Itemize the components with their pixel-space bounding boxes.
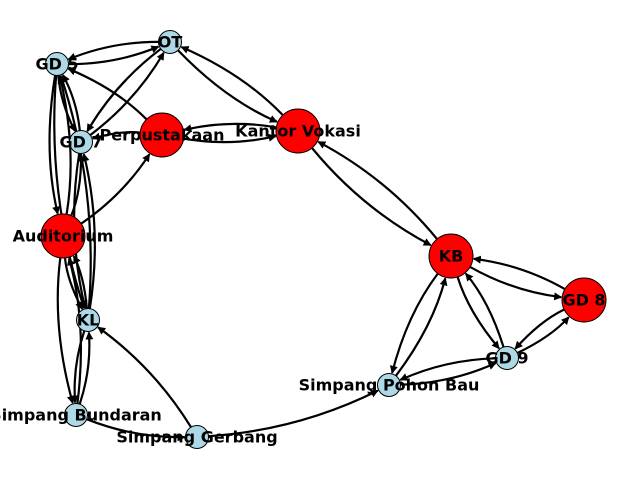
edge-kl-to-simpang-bundaran	[70, 330, 86, 404]
edge-kantor-vokasi-to-ot	[180, 45, 284, 116]
node-label-gd5: GD 5	[35, 55, 78, 74]
edge-auditorium-to-gd5	[57, 75, 72, 215]
edge-kb-to-simpang-pohon-bau	[389, 272, 439, 374]
edge-gd9-to-simpang-pohon-bau	[399, 357, 496, 381]
edge-simpang-gerbang-to-simpang-pohon-bau	[208, 389, 379, 438]
edge-simpang-pohon-bau-to-kb	[395, 277, 448, 377]
edge-gd5-to-auditorium	[48, 75, 60, 215]
node-ot	[158, 30, 182, 54]
edge-gd8-to-gd9	[514, 308, 565, 350]
node-kl	[76, 308, 100, 332]
node-label-gd7: GD 7	[59, 133, 102, 152]
node-simpang-bundaran	[64, 403, 88, 427]
node-simpang-pohon-bau	[377, 373, 401, 397]
edge-auditorium-to-simpang-bundaran	[56, 257, 75, 404]
edge-gd9-to-kb	[464, 272, 505, 348]
node-label-simpang-bundaran: Simpang Bundaran	[0, 406, 162, 425]
edge-kb-to-gd9	[456, 276, 500, 350]
node-gd8	[561, 277, 607, 323]
edge-kantor-vokasi-to-perpustakaan	[183, 122, 277, 133]
edge-simpang-pohon-bau-to-gd9	[400, 362, 497, 386]
node-label-simpang-pohon-bau: Simpang Pohon Bau	[299, 376, 480, 395]
node-label-kl: KL	[77, 311, 100, 330]
edge-kb-to-gd8	[469, 265, 563, 301]
node-gd7	[69, 130, 93, 154]
edge-gd8-to-kb	[472, 255, 566, 291]
node-auditorium	[40, 213, 86, 259]
node-label-perpustakaan: Perpustakaan	[100, 126, 225, 145]
edge-perpustakaan-to-gd7	[92, 131, 141, 141]
edge-gd7-to-ot	[89, 51, 165, 136]
edge-auditorium-to-perpustakaan	[80, 153, 151, 225]
edge-ot-to-gd7	[86, 48, 162, 133]
edge-gd5-to-ot	[68, 45, 160, 66]
node-gd5	[45, 52, 69, 76]
node-label-auditorium: Auditorium	[13, 227, 114, 246]
edge-kantor-vokasi-to-kb	[311, 147, 432, 247]
node-label-ot: OT	[158, 33, 183, 52]
node-label-gd9: GD 9	[485, 349, 528, 368]
node-layer	[40, 30, 607, 449]
node-label-simpang-gerbang: Simpang Gerbang	[116, 428, 277, 447]
edge-perpustakaan-to-gd5	[67, 67, 148, 121]
edge-gd9-to-gd8	[516, 316, 570, 354]
edge-gd5-to-kl	[53, 75, 86, 310]
node-kantor-vokasi	[275, 108, 321, 154]
edge-perpustakaan-to-kantor-vokasi	[183, 133, 277, 144]
node-kb	[428, 233, 474, 279]
edge-ot-to-kantor-vokasi	[177, 49, 278, 123]
edge-ot-to-gd5	[67, 40, 159, 61]
edge-auditorium-to-gd7	[70, 153, 86, 217]
node-simpang-gerbang	[185, 425, 209, 449]
node-label-kb: KB	[439, 247, 464, 266]
edge-layer	[48, 40, 570, 442]
node-perpustakaan	[139, 112, 185, 158]
edge-simpang-bundaran-to-kl	[78, 331, 94, 405]
node-label-gd8: GD 8	[562, 291, 605, 310]
edge-simpang-gerbang-to-kl	[97, 326, 192, 428]
node-gd9	[495, 346, 519, 370]
edge-kl-to-gd5	[59, 74, 92, 309]
edge-simpang-bundaran-to-simpang-gerbang	[86, 418, 186, 442]
node-label-kantor-vokasi: Kantor Vokasi	[235, 122, 361, 141]
edge-kl-to-auditorium	[72, 255, 88, 309]
edge-auditorium-to-kl	[63, 257, 84, 310]
edge-kb-to-kantor-vokasi	[317, 140, 438, 240]
edge-kl-to-gd7	[81, 153, 96, 309]
